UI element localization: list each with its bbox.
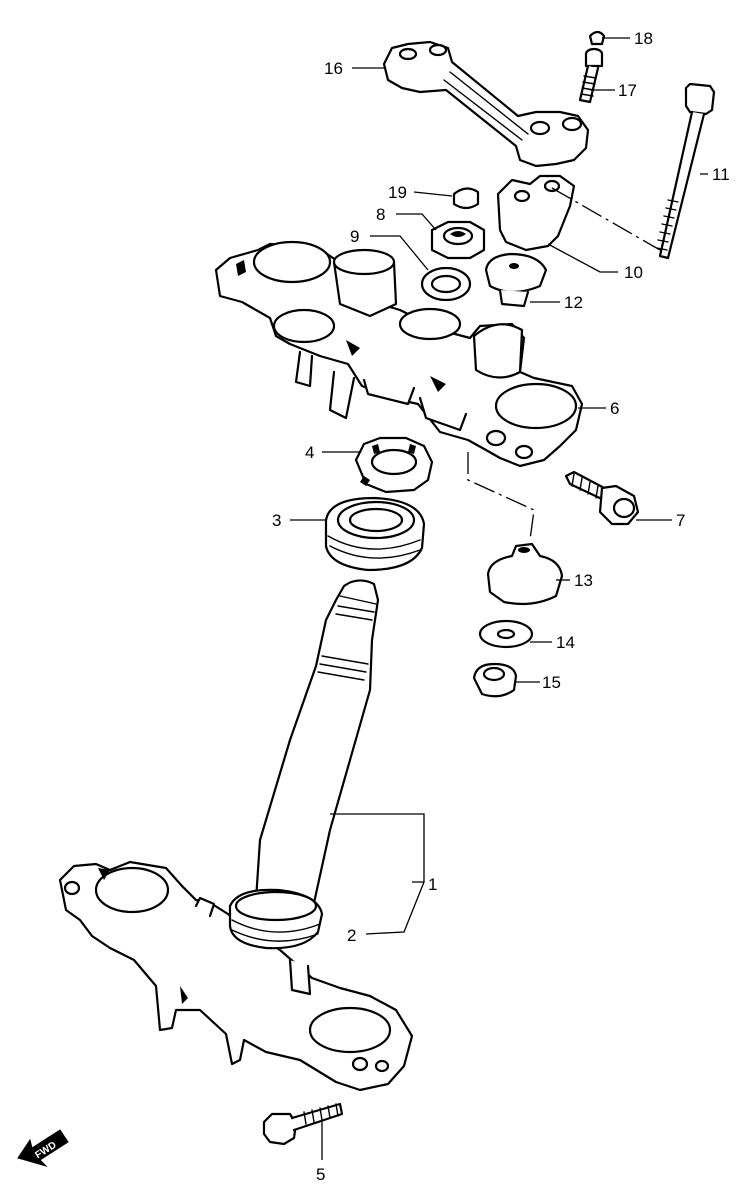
- plug-part: [452, 187, 480, 210]
- callout-1: 1: [428, 875, 437, 894]
- leader-lines: [290, 37, 708, 1160]
- callout-2: 2: [347, 926, 356, 945]
- callout-8: 8: [376, 205, 385, 224]
- callout-5: 5: [316, 1165, 325, 1184]
- callout-17: 17: [618, 81, 637, 100]
- callout-4: 4: [305, 443, 314, 462]
- steering-stem-part: [58, 579, 414, 1092]
- callout-13: 13: [574, 571, 593, 590]
- callout-11: 11: [712, 165, 730, 184]
- callout-12: 12: [564, 293, 583, 312]
- rubber-damper-part: [484, 252, 548, 308]
- callout-9: 9: [350, 227, 359, 246]
- clamp-bolt-part: [564, 470, 640, 526]
- callout-14: 14: [556, 633, 575, 652]
- lower-bearing-part: [228, 888, 324, 950]
- callout-10: 10: [624, 263, 643, 282]
- callout-6: 6: [610, 399, 619, 418]
- handlebar-holder-lower-part: [496, 174, 576, 252]
- upper-bracket-part: [214, 240, 584, 468]
- callout-labels: 1 2 3 4 5 6 7 8 9 10 11 12 13 14 15 16 1…: [272, 29, 730, 1184]
- stem-nut-part: [430, 220, 486, 260]
- flange-nut-part: [472, 662, 518, 698]
- upper-bearing-part: [324, 496, 426, 572]
- long-bolt-part: [656, 82, 716, 260]
- washer-part: [420, 266, 472, 302]
- cap-part: [588, 30, 606, 46]
- callout-18: 18: [634, 29, 653, 48]
- callout-15: 15: [542, 673, 561, 692]
- callout-16: 16: [324, 59, 343, 78]
- callout-19: 19: [388, 183, 407, 202]
- rubber-washer-part: [478, 619, 534, 649]
- callout-3: 3: [272, 511, 281, 530]
- holder-bolt-part: [578, 47, 604, 104]
- handlebar-holder-part: [382, 40, 590, 168]
- castellated-nut-part: [354, 436, 434, 494]
- callout-7: 7: [676, 511, 685, 530]
- pinch-bolt-part: [262, 1102, 344, 1146]
- fwd-direction-badge: FWD: [17, 1129, 69, 1168]
- rubber-mount-part: [486, 542, 564, 606]
- arrow-fwd-icon: [17, 1129, 69, 1168]
